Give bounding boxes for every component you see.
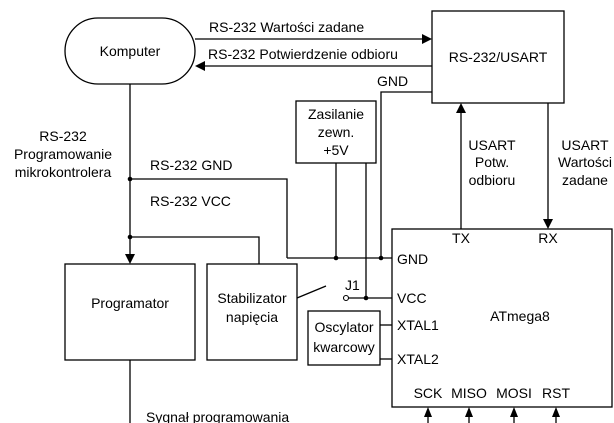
arrowheads <box>125 34 560 417</box>
arrow-to-programator-icon <box>125 254 135 264</box>
zasilanie-label-3: +5V <box>323 142 349 158</box>
junction-zasilanie-gnd <box>333 255 339 261</box>
junctions <box>127 176 384 302</box>
label-rs232-prog-2: Programowanie <box>14 146 112 162</box>
pin-rst: RST <box>542 385 570 401</box>
zasilanie-label-1: Zasilanie <box>308 106 364 122</box>
label-usart-potw-2: Potw. <box>475 154 509 170</box>
pin-sck: SCK <box>414 385 443 401</box>
pin-mosi: MOSI <box>496 385 532 401</box>
arrow-to-usart-icon <box>422 34 432 44</box>
label-rs232-potwierdzenie: RS-232 Potwierdzenie odbioru <box>208 46 398 62</box>
label-rs232-prog-1: RS-232 <box>39 128 87 144</box>
stabilizator-label-2: napięcia <box>226 309 278 325</box>
junction-gnd-top <box>378 255 384 261</box>
label-rs232-prog-3: mikrokontrolera <box>15 164 112 180</box>
atmega-block: ATmega8 <box>391 228 613 408</box>
arrow-tx-up-icon <box>456 103 466 113</box>
label-sygnal: Sygnał programowania <box>146 409 289 423</box>
arrow-to-komputer-icon <box>195 61 205 71</box>
oscylator-label-2: kwarcowy <box>313 339 374 355</box>
label-rs232-wartosci: RS-232 Wartości zadane <box>209 19 364 35</box>
pin-xtal1: XTAL1 <box>397 317 439 333</box>
junction-rs232-vcc <box>127 234 133 240</box>
programator-block: Programator <box>64 263 196 361</box>
label-rs232-gnd: RS-232 GND <box>150 157 232 173</box>
arrow-rx-down-icon <box>543 219 553 229</box>
arrow-mosi-icon <box>510 407 518 417</box>
label-usart-wartosci-1: USART <box>561 137 609 153</box>
rs232-usart-block: RS-232/USART <box>431 10 565 104</box>
wire-gnd-top <box>380 91 432 258</box>
zasilanie-block: Zasilanie zewn. +5V <box>295 100 377 164</box>
jumper-contact <box>342 294 350 302</box>
stabilizator-label-1: Stabilizator <box>217 290 287 306</box>
wire-rs232-vcc <box>130 236 260 264</box>
jumper-switch-lever <box>296 285 327 299</box>
pin-gnd: GND <box>397 251 428 267</box>
label-usart-potw-1: USART <box>468 137 516 153</box>
label-jumper: J1 <box>345 277 360 293</box>
rs232-usart-label: RS-232/USART <box>449 49 548 65</box>
arrow-sck-icon <box>424 407 432 417</box>
label-gnd-top: GND <box>377 73 408 89</box>
label-usart-wartosci-2: Wartości <box>558 154 612 170</box>
label-rs232-vcc: RS-232 VCC <box>150 193 231 209</box>
programator-label: Programator <box>91 295 169 311</box>
label-usart-wartosci-3: zadane <box>562 172 608 188</box>
wire-rs232-gnd <box>130 178 288 258</box>
atmega-label: ATmega8 <box>490 308 550 324</box>
arrow-rst-icon <box>552 407 560 417</box>
oscylator-block: Oscylator kwarcowy <box>307 310 381 366</box>
pin-vcc: VCC <box>397 290 427 306</box>
zasilanie-label-2: zewn. <box>318 124 355 140</box>
signal-labels: RS-232 Wartości zadane RS-232 Potwierdze… <box>14 19 612 423</box>
pin-rx: RX <box>538 230 558 246</box>
komputer-block: Komputer <box>64 17 196 85</box>
arrow-miso-icon <box>465 407 473 417</box>
pin-tx: TX <box>452 230 471 246</box>
connections <box>129 38 557 423</box>
junction-zasilanie-vcc <box>363 295 369 301</box>
label-usart-potw-3: odbioru <box>469 172 516 188</box>
oscylator-label-1: Oscylator <box>314 319 373 335</box>
junction-rs232-gnd <box>127 176 133 182</box>
komputer-label: Komputer <box>100 43 161 59</box>
pin-labels: TX RX GND VCC XTAL1 XTAL2 SCK MISO MOSI … <box>397 230 570 401</box>
pin-xtal2: XTAL2 <box>397 351 439 367</box>
stabilizator-block: Stabilizator napięcia <box>206 263 298 361</box>
pin-miso: MISO <box>451 385 487 401</box>
